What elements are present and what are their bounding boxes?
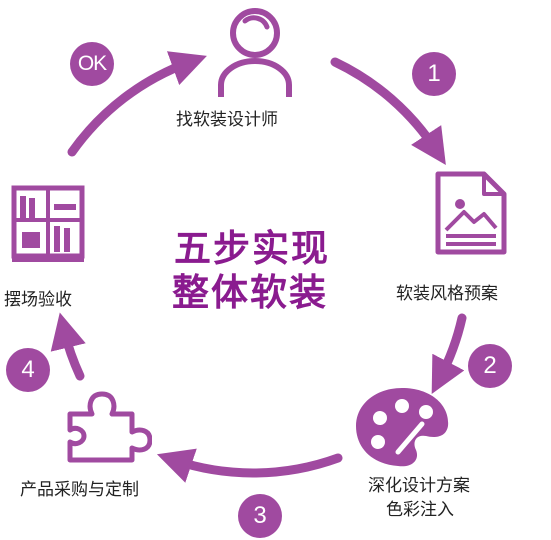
arrow-step5-to-step1 bbox=[67, 51, 207, 157]
arrow-step4-to-step5 bbox=[50, 312, 86, 381]
step-label-3: 深化设计方案 bbox=[368, 476, 470, 496]
arrow-step2-to-step3 bbox=[431, 313, 467, 394]
step-label-2: 软装风格预案 bbox=[396, 284, 498, 304]
step-badge-4: 4 bbox=[6, 348, 50, 392]
image-document-icon bbox=[435, 171, 507, 255]
step-label-5: 摆场验收 bbox=[4, 290, 72, 310]
step-label-4: 产品采购与定制 bbox=[20, 480, 139, 500]
bookshelf-icon bbox=[11, 185, 85, 262]
arrow-step3-to-step4 bbox=[156, 448, 343, 483]
center-title-line1: 五步实现 bbox=[174, 227, 330, 270]
step-label-3-line2: 色彩注入 bbox=[386, 500, 454, 520]
center-title-line2: 整体软装 bbox=[172, 271, 328, 314]
step-badge-3: 3 bbox=[238, 494, 282, 538]
step-badge-2: 2 bbox=[468, 344, 512, 388]
designer-person-icon bbox=[218, 8, 292, 97]
step-badge-1: 1 bbox=[412, 52, 456, 96]
puzzle-piece-icon bbox=[67, 391, 152, 463]
step-label-1: 找软装设计师 bbox=[176, 110, 278, 130]
palette-icon bbox=[356, 388, 449, 467]
arrow-step1-to-step2 bbox=[330, 57, 446, 166]
step-badge-ok: OK bbox=[70, 42, 114, 86]
